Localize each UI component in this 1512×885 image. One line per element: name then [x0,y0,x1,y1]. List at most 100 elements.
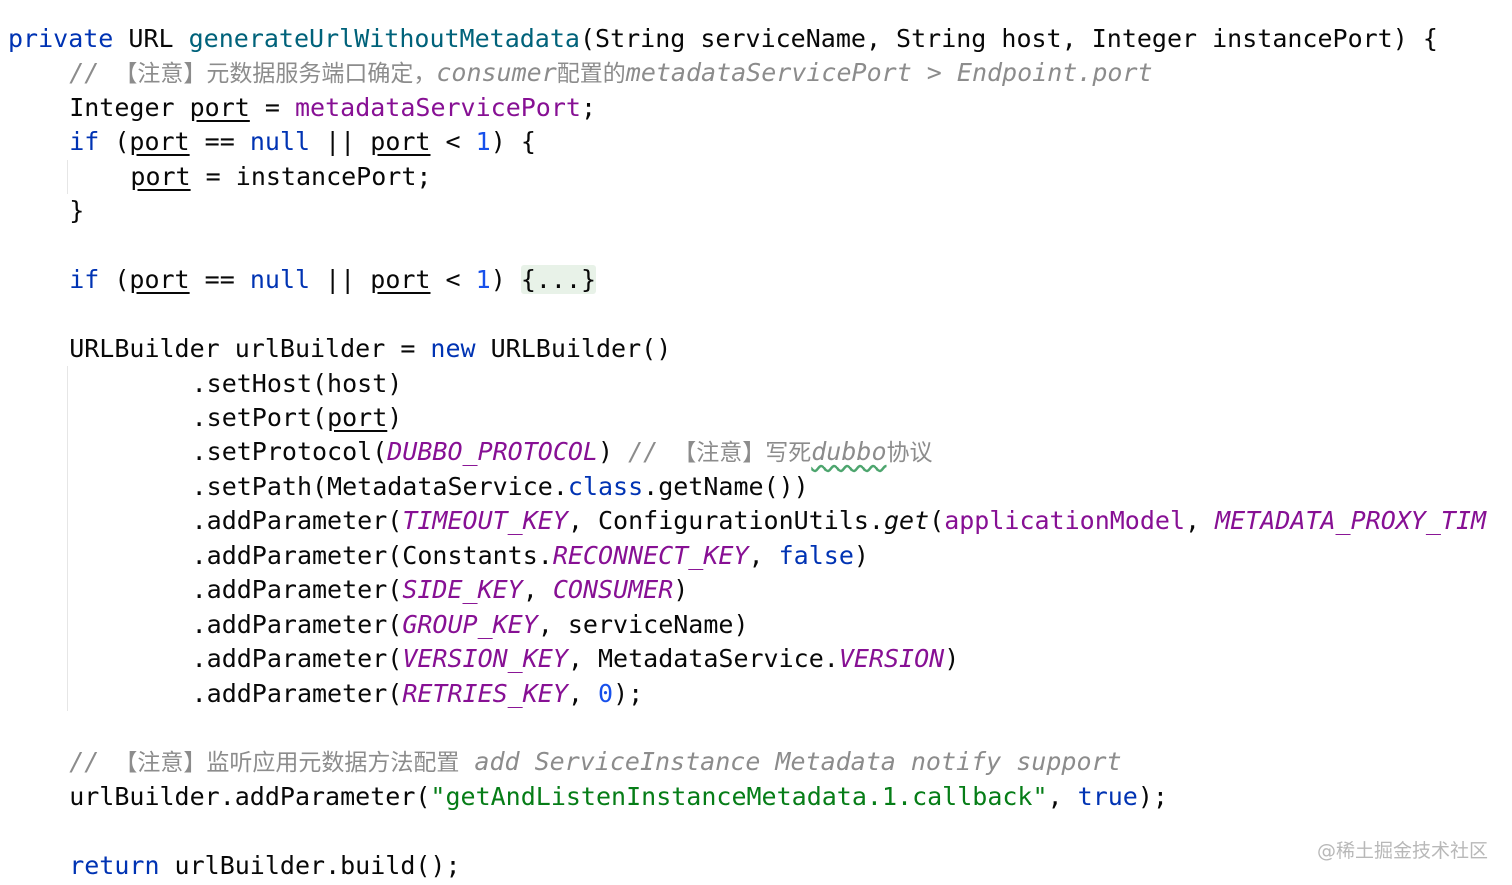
folded-code-block[interactable]: {...} [520,265,597,295]
code-token: 1 [475,127,491,157]
code-token: == [189,127,250,157]
code-line-param-side: .addParameter(SIDE_KEY, CONSUMER) [192,573,689,607]
code-token: if [69,265,100,295]
code-token: , [1047,781,1078,811]
code-line-return: return urlBuilder.build(); [69,849,460,883]
code-token: ) [490,265,521,295]
code-token: port [327,402,388,432]
code-token: URL [113,24,189,53]
code-line-param-version: .addParameter(VERSION_KEY, MetadataServi… [192,642,960,676]
code-token: dubbo [811,437,887,467]
code-token: .addParameter( [191,506,403,536]
code-token: 配置的 [556,61,626,88]
code-token: port [129,127,190,157]
code-token: class [567,471,644,501]
code-token: ) [944,644,960,674]
code-token: consumer [436,58,557,88]
code-token: .addParameter( [191,575,403,605]
code-line-signature: private URL generateUrlWithoutMetadata(S… [8,22,1438,56]
code-line-param-group: .addParameter(GROUP_KEY, serviceName) [192,608,749,642]
code-token: .addParameter(Constants. [191,540,553,570]
code-token: null [249,265,311,295]
code-token: .setHost(host) [191,368,403,398]
code-token: urlBuilder.addParameter( [69,781,431,811]
code-token: ) { [490,127,536,157]
code-line-set-path: .setPath(MetadataService.class.getName()… [192,470,809,504]
code-token: DUBBO_PROTOCOL [387,437,598,467]
code-line-set-protocol: .setProtocol(DUBBO_PROTOCOL) // 【注意】写死du… [192,435,933,469]
code-token: new [430,334,476,364]
code-token: ( [929,506,945,536]
code-token: ) [673,575,689,605]
code-token: .setProtocol( [191,437,388,467]
code-token: applicationModel [944,506,1186,536]
code-token: URLBuilder() [475,334,672,364]
code-token: < [430,265,476,295]
code-token: 1 [475,265,491,295]
code-token: || [310,265,371,295]
code-token: = instancePort; [190,161,432,191]
code-token: // [69,747,115,777]
code-token: ); [613,678,644,708]
code-token: < [430,127,476,157]
code-token: Integer [69,92,190,122]
code-token: ) [387,402,403,432]
code-token: 【注意】监听应用元数据方法配置 [114,750,460,777]
code-token: .setPath(MetadataService. [191,471,568,501]
code-token: ) [597,437,629,467]
indent-guide [67,366,68,711]
code-token: METADATA_PROXY_TIM [1215,506,1487,536]
code-token: == [189,265,250,295]
code-token: , serviceName) [537,609,749,639]
code-token: , MetadataService. [567,644,839,674]
code-token: metadataServicePort [294,92,581,122]
code-token: null [249,127,311,157]
code-line-close-if-1: } [69,194,84,228]
code-token: = [249,92,295,122]
code-token: private [8,24,114,53]
code-token: TIMEOUT_KEY [402,506,568,536]
code-token: port [130,161,191,191]
code-line-param-retries: .addParameter(RETRIES_KEY, 0); [192,677,644,711]
code-line-set-host: .setHost(host) [192,367,403,401]
code-token: RECONNECT_KEY [552,540,749,570]
code-token: , ConfigurationUtils. [567,506,884,536]
code-token: (String serviceName, String host, Intege… [579,24,1438,53]
code-line-port-assign: port = instancePort; [130,160,431,194]
code-token: ); [1137,781,1168,811]
code-token: VERSION_KEY [402,644,568,674]
code-token: if [69,127,100,157]
code-token: generateUrlWithoutMetadata [188,24,580,53]
code-token: ( [99,127,130,157]
code-token: get [883,506,930,536]
code-token: port [370,265,431,295]
code-token: add ServiceInstance Metadata notify supp… [459,747,1122,777]
code-token: RETRIES_KEY [402,678,568,708]
code-token: true [1077,781,1138,811]
code-token: .getName()) [643,471,809,501]
code-line-param-reconnect: .addParameter(Constants.RECONNECT_KEY, f… [192,539,869,573]
code-token: 0 [598,678,614,708]
code-token: // [628,437,674,467]
code-token: .addParameter( [191,678,403,708]
code-token: CONSUMER [552,575,674,605]
code-token: .setPort( [191,402,328,432]
code-line-builder-decl: URLBuilder urlBuilder = new URLBuilder() [69,332,671,366]
code-token: ( [99,265,130,295]
code-token: } [69,196,85,226]
code-token: GROUP_KEY [402,609,538,639]
code-token: || [310,127,371,157]
code-token: 【注意】写死 [673,440,812,467]
code-line-comment-port: // 【注意】元数据服务端口确定，consumer配置的metadataServ… [69,56,1152,90]
code-token: ; [580,92,597,122]
code-token: VERSION [838,644,945,674]
code-line-set-port: .setPort(port) [192,401,403,435]
code-token: , [1185,506,1216,536]
code-token: SIDE_KEY [402,575,523,605]
code-line-if-2-folded: if (port == null || port < 1) {...} [69,263,597,297]
code-token: port [189,92,250,122]
code-token: // [69,58,115,88]
code-token: 【注意】元数据服务端口确定， [114,61,437,88]
code-token: URLBuilder urlBuilder = [69,334,431,364]
